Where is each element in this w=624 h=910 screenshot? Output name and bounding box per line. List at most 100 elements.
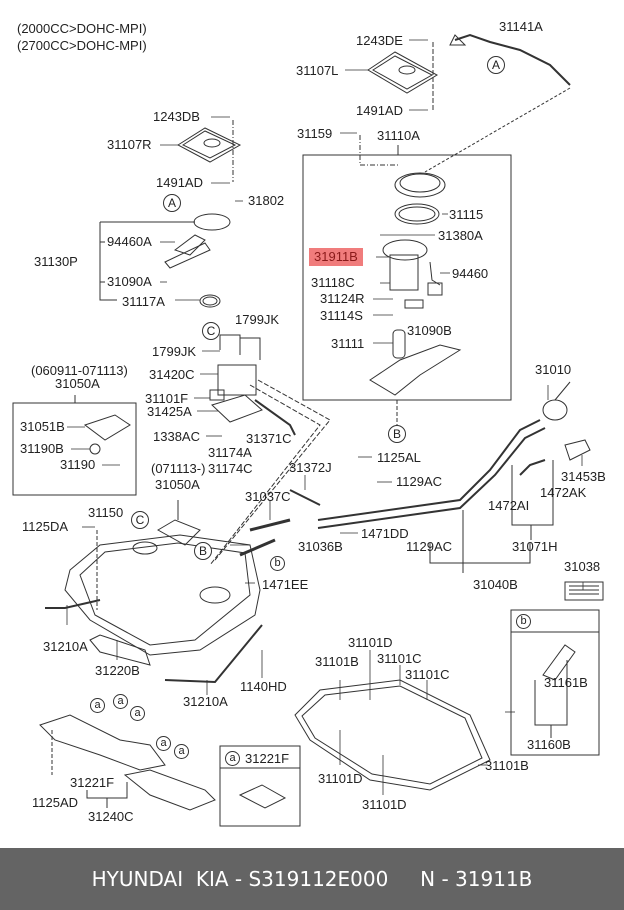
- part-label[interactable]: 31160B: [527, 737, 571, 752]
- part-label[interactable]: 1125DA: [22, 519, 69, 534]
- part-label[interactable]: 31101D: [348, 635, 393, 650]
- part-label[interactable]: 31174A: [208, 445, 252, 460]
- legend-box-b: [510, 609, 600, 756]
- legend-marker-b: b: [516, 614, 531, 629]
- part-label[interactable]: 31118C: [311, 275, 355, 290]
- part-label[interactable]: 31110A: [377, 128, 420, 143]
- part-label[interactable]: 31371C: [246, 431, 292, 446]
- part-label[interactable]: 31117A: [122, 294, 165, 309]
- part-label[interactable]: 31453B: [561, 469, 606, 484]
- footer-oem-number: S319112E000: [248, 867, 389, 891]
- part-label[interactable]: 31101B: [485, 758, 529, 773]
- legend-box-a: [219, 745, 301, 827]
- part-label[interactable]: 1472AI: [488, 498, 530, 513]
- part-label[interactable]: 31101C: [377, 651, 422, 666]
- part-label[interactable]: 1140HD: [240, 679, 287, 694]
- part-label[interactable]: 31101B: [315, 654, 359, 669]
- part-label[interactable]: 31101D: [318, 771, 363, 786]
- part-label[interactable]: 31036B: [298, 539, 343, 554]
- callout-A: A: [487, 56, 505, 74]
- part-label[interactable]: 31130P: [34, 254, 78, 269]
- part-label[interactable]: 31050A: [155, 477, 200, 492]
- part-label[interactable]: 1125AL: [377, 450, 421, 465]
- callout-b: b: [270, 556, 285, 571]
- callout-a: a: [174, 744, 189, 759]
- part-label[interactable]: 1471DD: [361, 526, 409, 541]
- part-label[interactable]: 31051B: [20, 419, 65, 434]
- part-label[interactable]: 31141A: [499, 19, 543, 34]
- part-label[interactable]: 1243DE: [356, 33, 403, 48]
- part-label[interactable]: 31220B: [95, 663, 140, 678]
- footer-separator: -: [435, 867, 456, 891]
- part-label[interactable]: 31161B: [544, 675, 588, 690]
- part-label[interactable]: 31115: [449, 207, 484, 222]
- pump-module-box: [302, 154, 512, 401]
- legend-part-label[interactable]: 31221F: [245, 751, 290, 766]
- engine-note-2700cc: (2700CC>DOHC-MPI): [17, 38, 147, 53]
- part-label[interactable]: 1125AD: [32, 795, 79, 810]
- part-label[interactable]: 31210A: [183, 694, 228, 709]
- part-label[interactable]: 1243DB: [153, 109, 200, 124]
- part-label[interactable]: 1129AC: [406, 539, 453, 554]
- callout-B: B: [194, 542, 212, 560]
- part-number-footer: HYUNDAI KIA - S319112E000 N - 31911B: [0, 848, 624, 910]
- part-label[interactable]: 31107R: [107, 137, 152, 152]
- part-label[interactable]: 94460: [452, 266, 489, 281]
- part-label[interactable]: 31107L: [296, 63, 339, 78]
- part-label[interactable]: 31221F: [70, 775, 115, 790]
- footer-part-number: 31911B: [455, 867, 533, 891]
- part-label[interactable]: 31038: [564, 559, 601, 574]
- part-label[interactable]: 31090B: [407, 323, 452, 338]
- date-range-label: (071113-): [151, 461, 206, 476]
- callout-B: B: [388, 425, 406, 443]
- part-label[interactable]: 1491AD: [356, 103, 403, 118]
- part-label[interactable]: 31010: [535, 362, 572, 377]
- part-label[interactable]: 31240C: [88, 809, 134, 824]
- part-label[interactable]: 31174C: [208, 461, 253, 476]
- callout-C: C: [131, 511, 149, 529]
- part-label[interactable]: 31111: [331, 336, 365, 351]
- highlighted-part-label[interactable]: 31911B: [309, 248, 363, 266]
- part-label[interactable]: 1129AC: [396, 474, 443, 489]
- callout-a: a: [113, 694, 128, 709]
- part-label[interactable]: 1338AC: [153, 429, 200, 444]
- part-label[interactable]: 31150: [88, 505, 124, 520]
- part-label[interactable]: 1491AD: [156, 175, 203, 190]
- insulation-pad: [294, 679, 491, 791]
- part-label[interactable]: 94460A: [107, 234, 152, 249]
- callout-C: C: [202, 322, 220, 340]
- part-label[interactable]: 31124R: [320, 291, 365, 306]
- part-label[interactable]: 31425A: [147, 404, 192, 419]
- part-label[interactable]: 31380A: [438, 228, 483, 243]
- part-label[interactable]: 1799JK: [235, 312, 280, 327]
- part-label[interactable]: 31159: [297, 126, 333, 141]
- part-label[interactable]: 31090A: [107, 274, 152, 289]
- part-label[interactable]: 31101F: [145, 391, 189, 406]
- part-label[interactable]: 31190B: [20, 441, 64, 456]
- part-label[interactable]: 1472AK: [540, 485, 587, 500]
- part-label[interactable]: 31210A: [43, 639, 88, 654]
- part-label[interactable]: 31190: [60, 457, 96, 472]
- callout-a: a: [90, 698, 105, 713]
- footer-gap: [388, 867, 420, 891]
- part-label[interactable]: 31802: [248, 193, 285, 208]
- callout-A: A: [163, 194, 181, 212]
- part-label[interactable]: 1799JK: [152, 344, 197, 359]
- part-label[interactable]: 1471EE: [262, 577, 309, 592]
- part-label[interactable]: 31037C: [245, 489, 291, 504]
- part-label[interactable]: 31040B: [473, 577, 518, 592]
- gasket-31107R: [177, 127, 242, 163]
- callout-a: a: [130, 706, 145, 721]
- part-label[interactable]: 31101C: [405, 667, 450, 682]
- part-label[interactable]: 31101D: [362, 797, 407, 812]
- date-range-label: (060911-071113): [31, 363, 128, 378]
- part-label[interactable]: 31420C: [149, 367, 195, 382]
- legend-marker-a: a: [225, 751, 240, 766]
- fuel-tank: [64, 534, 261, 656]
- footer-n-prefix: N: [420, 867, 436, 891]
- part-label[interactable]: 31114S: [320, 308, 363, 323]
- part-label[interactable]: 31050A: [55, 376, 100, 391]
- callout-a: a: [156, 736, 171, 751]
- part-label[interactable]: 31071H: [512, 539, 558, 554]
- part-label[interactable]: 31372J: [289, 460, 332, 475]
